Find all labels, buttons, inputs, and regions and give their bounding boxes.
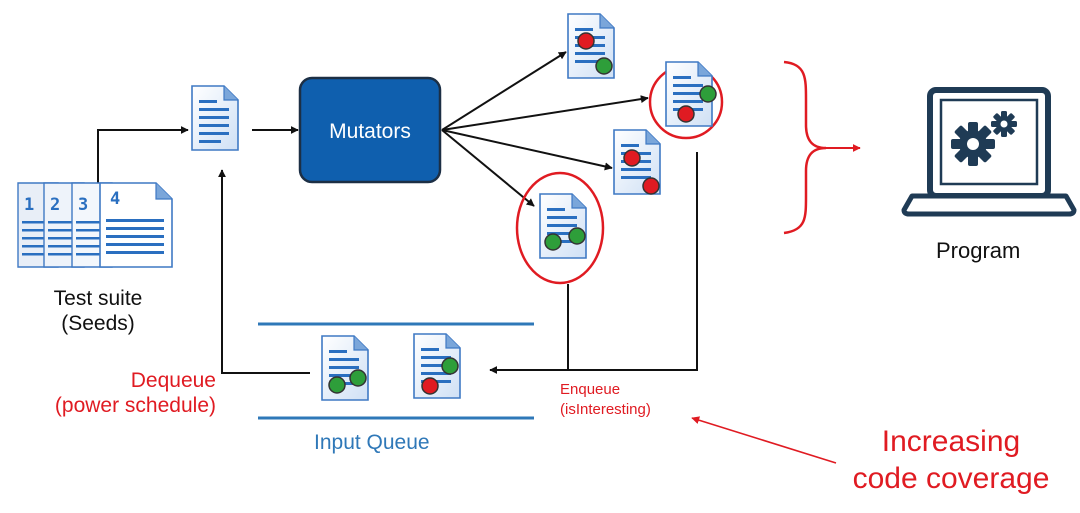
dequeue-line2: (power schedule): [54, 394, 216, 418]
seed-document-icon: [191, 85, 239, 151]
program-laptop-icon: [901, 87, 1077, 217]
mutant-document-2: [665, 61, 717, 127]
enqueue-line-right: [489, 152, 698, 374]
queue-document-1: [321, 335, 369, 401]
mutators-to-mutant-3: [441, 129, 613, 171]
gear-icon: [951, 122, 995, 166]
mutators-box: [298, 76, 442, 184]
enqueue-label: Enqueue (isInteresting): [560, 380, 651, 419]
mutators-to-mutant-2: [441, 95, 649, 131]
enqueue-line1: Enqueue: [560, 381, 621, 398]
queue-document-2: [413, 333, 461, 399]
small-gear-icon: [991, 111, 1017, 137]
test-suite-icon: 1 2 3 4: [17, 182, 173, 268]
coverage-label: Increasing code coverage: [836, 424, 1066, 497]
coverage-arrow: [691, 416, 837, 464]
input-queue-label: Input Queue: [314, 431, 430, 454]
test-suite-label: Test suite (Seeds): [36, 286, 160, 336]
enqueue-line2: (isInteresting): [560, 400, 651, 418]
suite-page-2: 2: [50, 195, 60, 215]
dequeue-line1: Dequeue: [130, 369, 216, 392]
coverage-line1: Increasing: [881, 425, 1021, 458]
mutators-to-mutant-4: [441, 129, 535, 207]
test-suite-line1: Test suite: [53, 287, 143, 310]
mutators-to-mutant-1: [441, 51, 567, 131]
suite-page-3: 3: [78, 195, 88, 215]
mutant-document-1: [567, 13, 615, 79]
dequeue-connector: [218, 169, 310, 374]
interesting-highlight-2: [515, 171, 605, 285]
coverage-line2: code coverage: [852, 461, 1050, 495]
suite-page-4: 4: [110, 189, 120, 209]
program-label: Program: [936, 238, 1021, 263]
seed-connector: [97, 126, 189, 183]
brace: [783, 60, 827, 235]
test-suite-line2: (Seeds): [61, 312, 135, 336]
mutant-document-4: [539, 193, 587, 259]
mutators-label: Mutators: [329, 120, 411, 143]
suite-page-1: 1: [24, 195, 34, 215]
dequeue-label: Dequeue (power schedule): [6, 368, 216, 418]
mutant-document-3: [613, 129, 661, 195]
